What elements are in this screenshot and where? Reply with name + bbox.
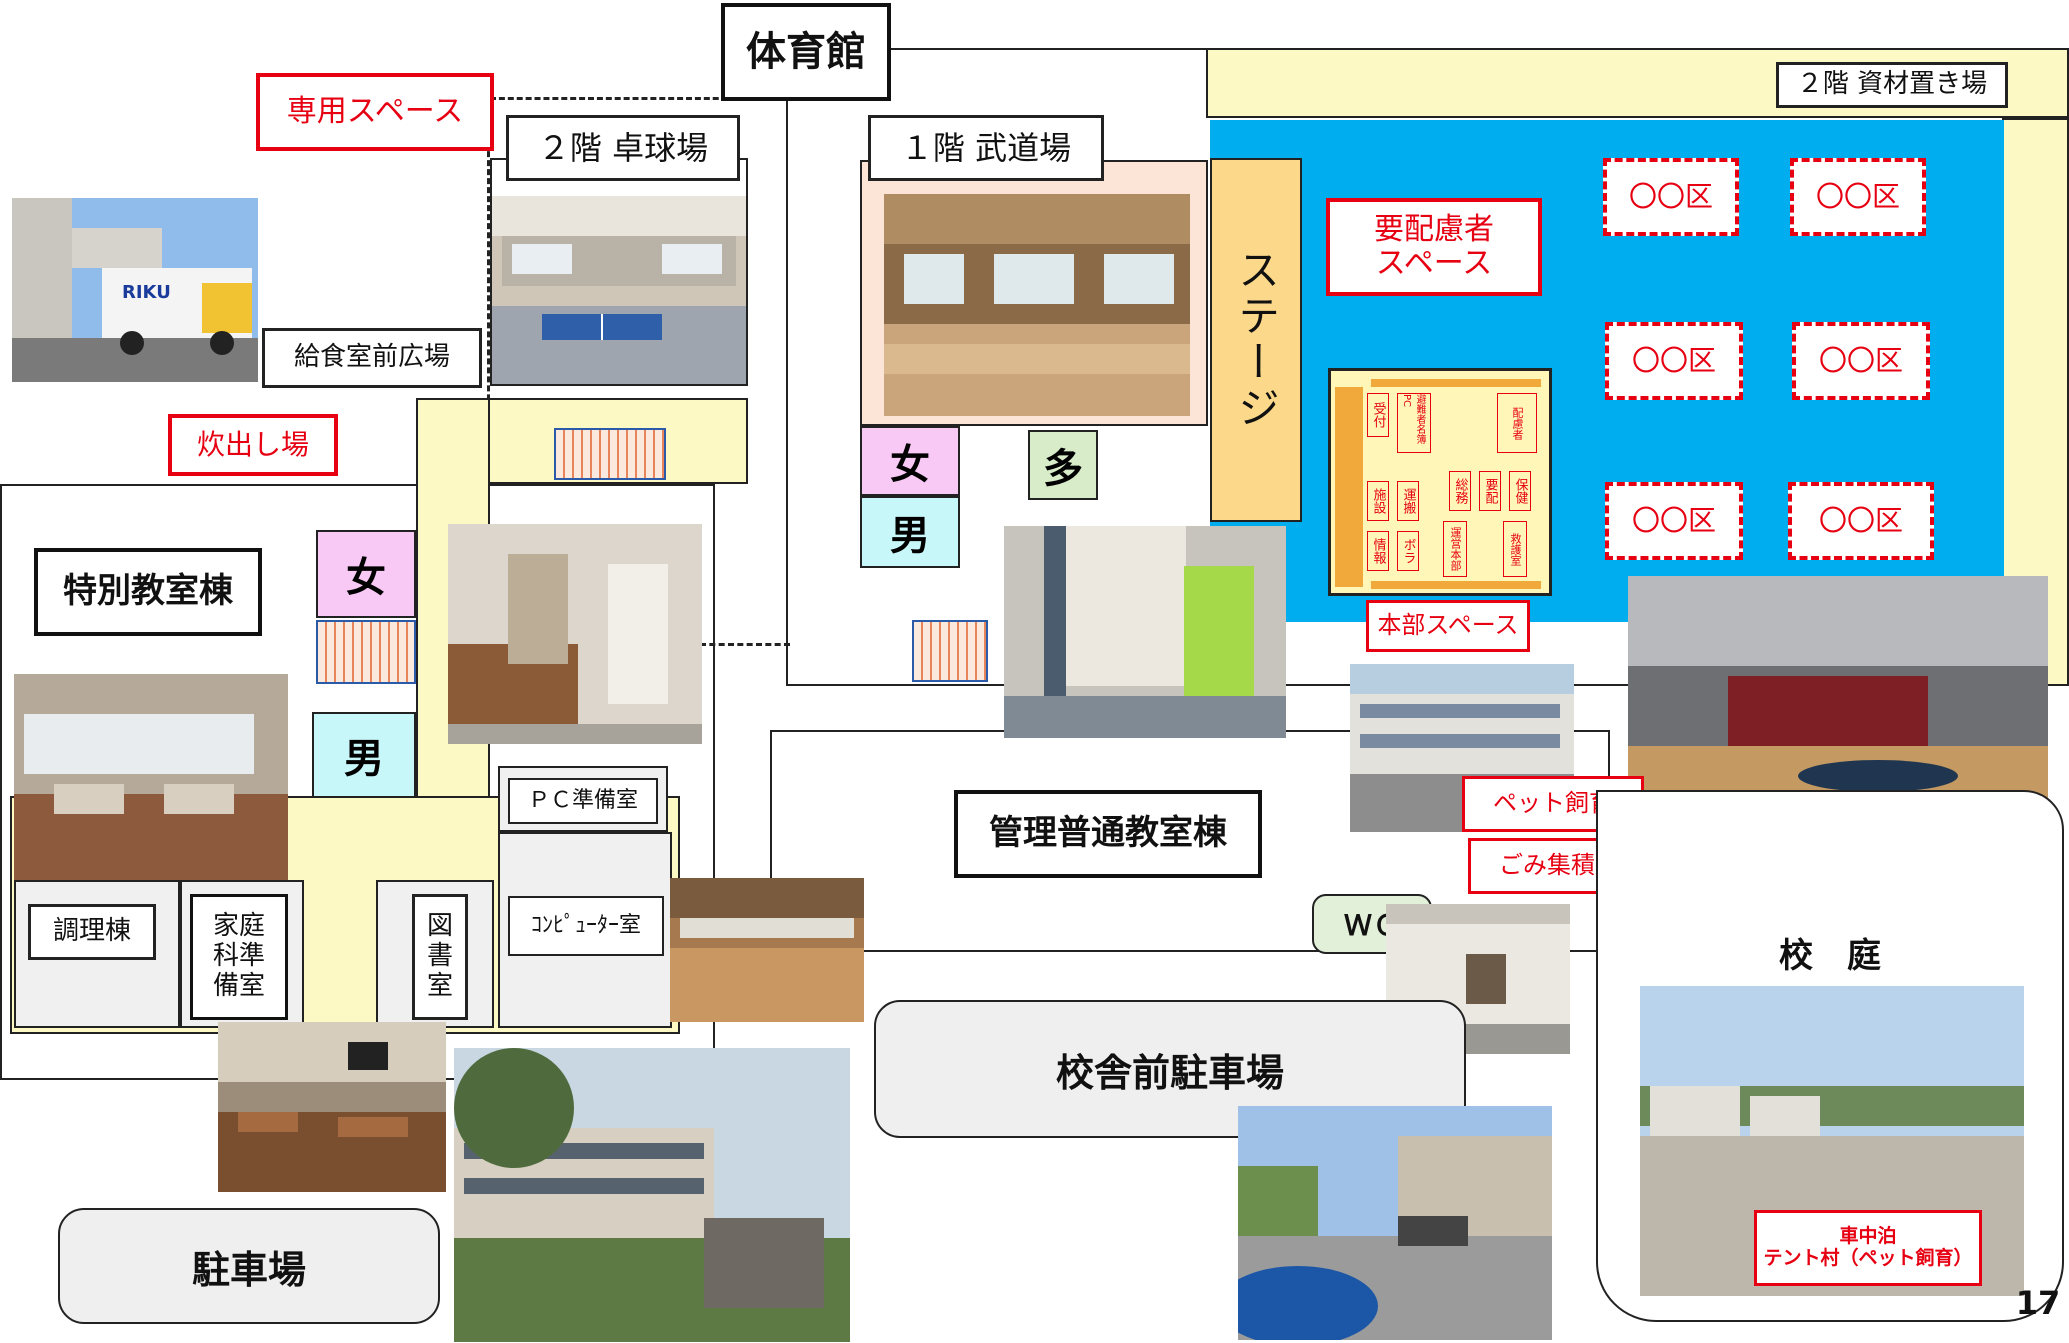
corridor-photo — [1004, 526, 1286, 738]
district-4: 〇〇区 — [1792, 322, 1930, 400]
district-5: 〇〇区 — [1605, 482, 1743, 560]
district-6: 〇〇区 — [1788, 482, 1934, 560]
page-title: 体育館 — [721, 3, 891, 101]
stairs-special — [316, 620, 416, 684]
district-3: 〇〇区 — [1605, 322, 1743, 400]
parking-lot-photo — [1238, 1106, 1552, 1340]
cooking-building-label: 調理棟 — [28, 904, 156, 960]
hq-cell-care2: 要配 — [1479, 471, 1501, 511]
martial-arts-label: １階 武道場 — [868, 115, 1104, 181]
care-space-label: 要配慮者 スペース — [1326, 198, 1542, 296]
special-building-label: 特別教室棟 — [34, 548, 262, 636]
restroom-men-gym: 男 — [860, 496, 960, 568]
restroom-multi: 多 — [1028, 430, 1098, 500]
gym-interior-photo — [670, 878, 864, 1022]
restroom-men-special: 男 — [312, 712, 416, 798]
library-photo — [218, 1022, 446, 1192]
svg-text:RIKU: RIKU — [122, 282, 171, 303]
building-photo-a — [1350, 664, 1574, 832]
hq-cell-general: 総務 — [1449, 471, 1471, 511]
restroom-women-gym: 女 — [860, 426, 960, 496]
district-1: 〇〇区 — [1603, 158, 1739, 236]
hq-cell-health: 保健 — [1509, 471, 1531, 511]
hq-cell-volunteer: ボラ — [1397, 531, 1419, 571]
hq-cell-roster: 避難者名簿PC — [1397, 393, 1431, 453]
hq-cell-first-aid: 救護室 — [1503, 521, 1527, 577]
courtyard-label: 校 庭 — [1779, 935, 1881, 976]
martial-arts-photo — [884, 194, 1190, 416]
stairs-gym — [912, 620, 988, 682]
restroom-women-special: 女 — [316, 530, 416, 618]
page-number: 17 — [2015, 1284, 2061, 1322]
kitchen-plaza-photo: RIKU — [12, 198, 258, 382]
parking-label: 駐車場 — [58, 1208, 440, 1324]
table-tennis-label: ２階 卓球場 — [506, 115, 740, 181]
stage — [1210, 158, 1302, 522]
connector-dashed-mid — [700, 643, 790, 646]
car-camp-label: 車中泊 テント村（ペット飼育） — [1754, 1210, 1982, 1286]
admin-building-label: 管理普通教室棟 — [954, 790, 1262, 878]
pc-prep-label: ＰＣ準備室 — [508, 778, 658, 824]
hq-space-label: 本部スペース — [1366, 600, 1530, 652]
computer-room-label: ｺﾝﾋﾟｭｰﾀｰ室 — [508, 896, 664, 956]
dedicated-space-label: 専用スペース — [256, 73, 494, 151]
hq-cell-reception: 受付 — [1367, 393, 1389, 437]
admin-wing-outline — [770, 950, 1170, 954]
hq-cell-transport: 運搬 — [1397, 481, 1419, 521]
hq-layout-plan: 受付 避難者名簿PC 配慮者 施設 運搬 総務 要配 保健 情報 ボラ 運営本部… — [1328, 368, 1552, 596]
home-ec-prep-label: 家庭 科準 備室 — [190, 894, 288, 1020]
connector-dashed-top — [490, 97, 790, 100]
hq-cell-info: 情報 — [1367, 531, 1389, 571]
district-2: 〇〇区 — [1790, 158, 1926, 236]
classroom-photo — [14, 674, 288, 880]
hq-cell-facility: 施設 — [1367, 481, 1389, 521]
cooking-place-label: 炊出し場 — [168, 414, 338, 476]
stage-label: ステージ — [1231, 248, 1281, 432]
hallway-photo — [448, 524, 702, 744]
library-label: 図 書 室 — [412, 894, 468, 1020]
table-tennis-photo — [492, 196, 746, 384]
hq-cell-care: 配慮者 — [1497, 393, 1537, 453]
school-front-photo — [454, 1048, 850, 1342]
stairs-tt — [554, 428, 666, 480]
hq-cell-operations-hq: 運営本部 — [1443, 521, 1467, 577]
kitchen-plaza-label: 給食室前広場 — [262, 328, 482, 388]
storage-2f-label: ２階 資材置き場 — [1776, 62, 2008, 108]
